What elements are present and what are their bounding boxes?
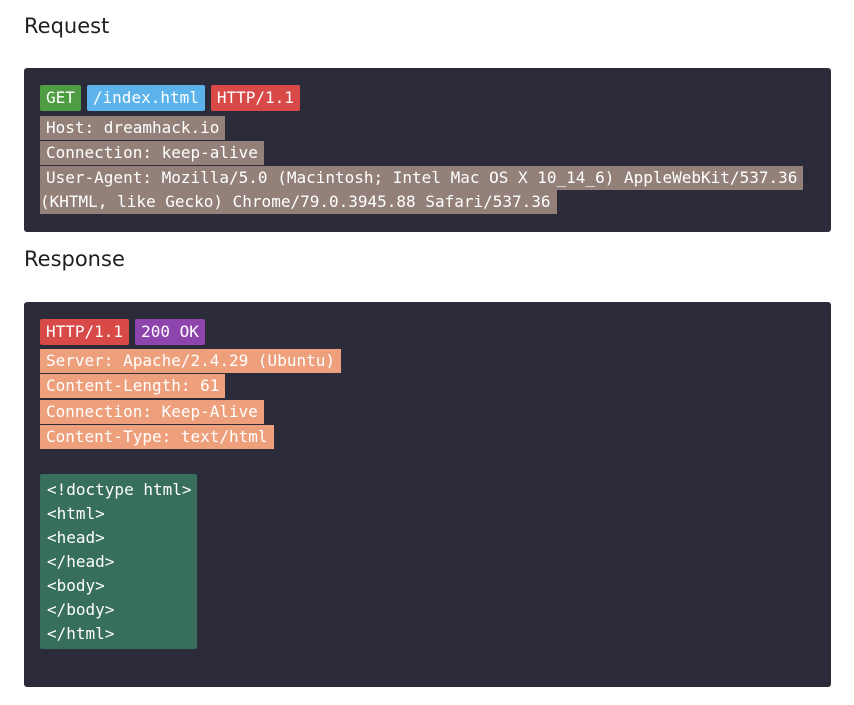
status-badge: 200 OK <box>135 319 205 345</box>
body-line: </head> <box>47 552 115 571</box>
body-line: <!doctype html> <box>47 480 192 499</box>
request-header-connection: Connection: keep-alive <box>40 141 264 165</box>
body-line: </html> <box>47 624 115 643</box>
response-heading: Response <box>24 247 125 271</box>
path-badge: /index.html <box>86 85 205 111</box>
response-header-content-length: Content-Length: 61 <box>40 374 226 398</box>
body-line: <html> <box>47 504 105 523</box>
request-header-user-agent: User-Agent: Mozilla/5.0 (Macintosh; Inte… <box>40 166 804 190</box>
request-version-badge: HTTP/1.1 <box>210 85 300 111</box>
body-line: <body> <box>47 576 105 595</box>
body-line: </body> <box>47 600 115 619</box>
response-header-content-type: Content-Type: text/html <box>40 425 274 449</box>
body-line: <head> <box>47 528 105 547</box>
request-heading: Request <box>24 14 110 38</box>
response-version-badge: HTTP/1.1 <box>40 319 130 345</box>
response-header-connection: Connection: Keep-Alive <box>40 400 264 424</box>
response-body: <!doctype html> <html> <head> </head> <b… <box>40 474 197 649</box>
request-header-user-agent-cont: (KHTML, like Gecko) Chrome/79.0.3945.88 … <box>40 190 557 214</box>
method-badge: GET <box>40 85 81 111</box>
response-header-server: Server: Apache/2.4.29 (Ubuntu) <box>40 349 341 373</box>
request-header-host: Host: dreamhack.io <box>40 116 226 140</box>
